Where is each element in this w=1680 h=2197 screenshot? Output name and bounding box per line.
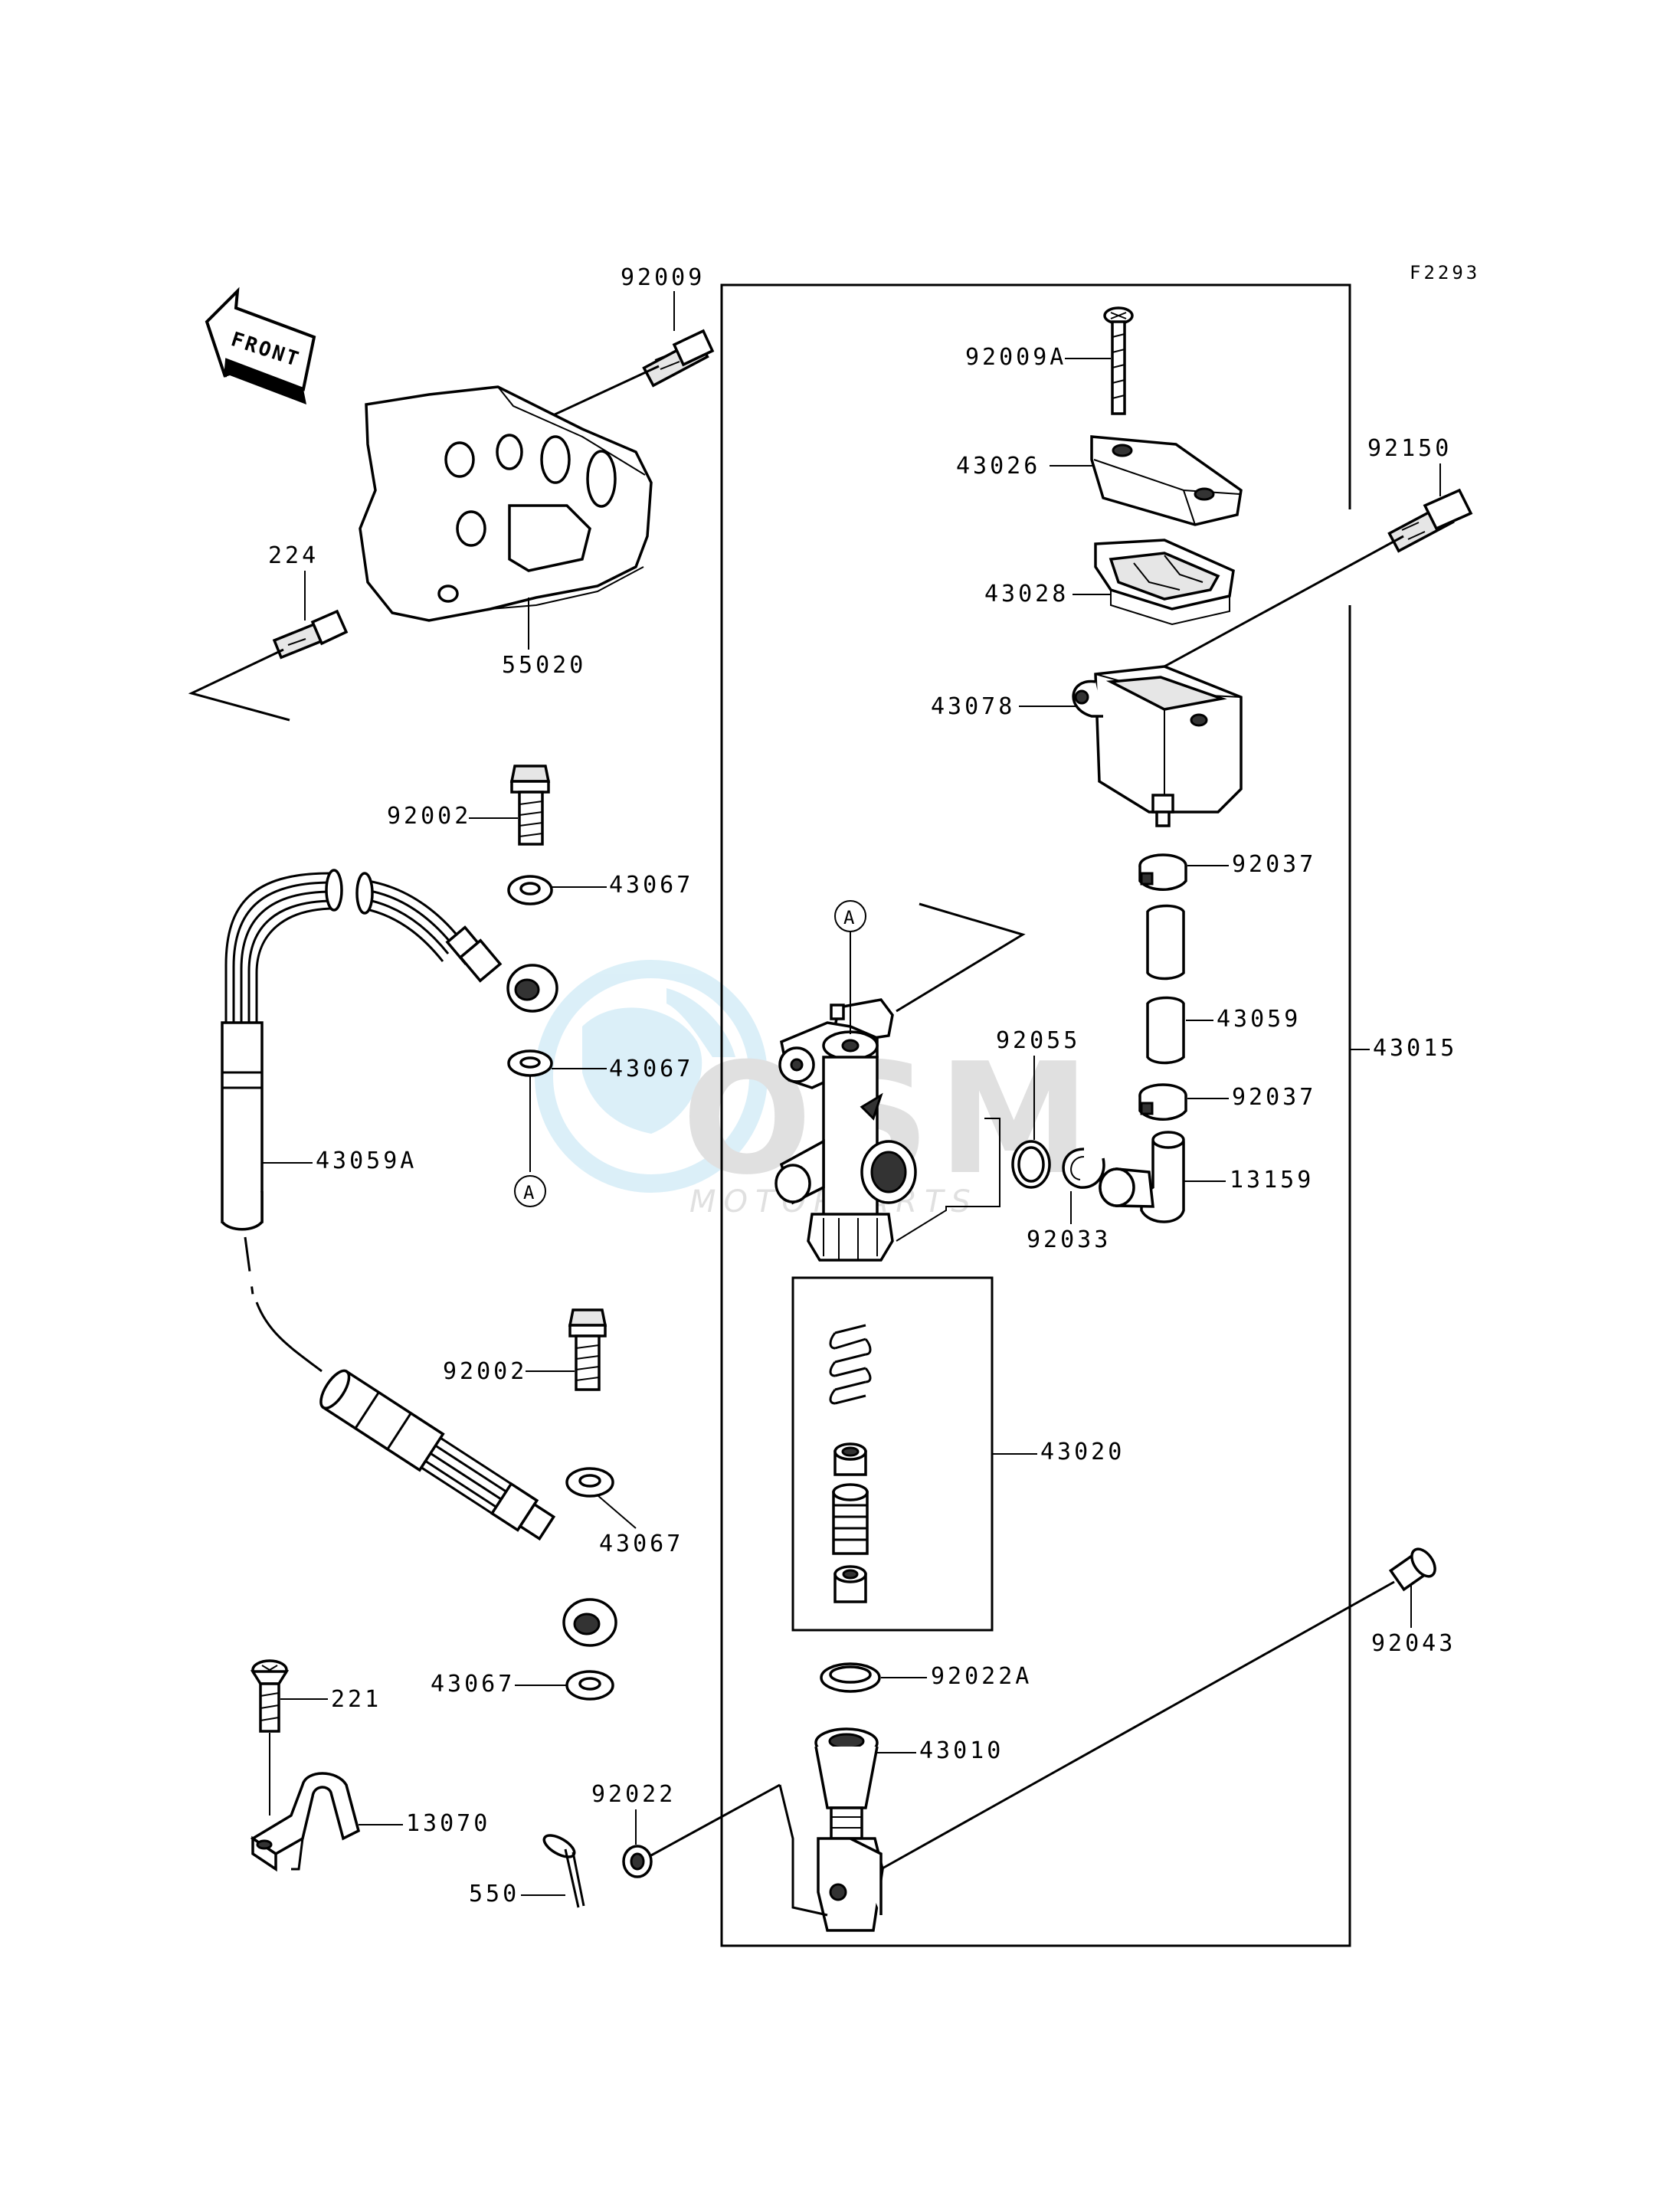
label-43059a: 43059A xyxy=(316,1148,417,1174)
master-cylinder-body xyxy=(775,998,917,1262)
clevis-pin-92043 xyxy=(1388,1547,1436,1592)
label-43015: 43015 xyxy=(1373,1035,1457,1062)
bolt-92009 xyxy=(642,329,715,388)
piston-seal xyxy=(833,1565,867,1603)
label-92037-a: 92037 xyxy=(1232,851,1316,878)
washer-43067-b xyxy=(507,1049,553,1077)
label-92037-b: 92037 xyxy=(1232,1084,1316,1111)
ref-marker-a-left xyxy=(514,1175,546,1207)
bolt-224 xyxy=(272,609,349,660)
screw-221 xyxy=(250,1659,290,1733)
diaphragm-43028 xyxy=(1094,539,1235,626)
label-55020: 55020 xyxy=(502,652,586,679)
assembly-box-43015 xyxy=(720,283,1351,1947)
brake-hose-43059a xyxy=(221,869,617,1647)
label-13070: 13070 xyxy=(406,1810,490,1837)
label-92009: 92009 xyxy=(621,264,705,291)
label-43010: 43010 xyxy=(919,1737,1004,1764)
o-ring-92055 xyxy=(1011,1140,1051,1189)
piston-cup xyxy=(833,1442,867,1476)
bolt-92150 xyxy=(1387,488,1473,553)
hose-clip-92037-a xyxy=(1138,853,1187,891)
label-43067-c: 43067 xyxy=(599,1531,683,1557)
circlip-92022a xyxy=(820,1662,881,1693)
label-92033: 92033 xyxy=(1027,1226,1111,1253)
reservoir-43078 xyxy=(1072,665,1243,827)
leader-92150 xyxy=(1164,535,1404,668)
leader-43010 xyxy=(778,1784,828,1917)
label-43067-a: 43067 xyxy=(609,872,693,899)
label-92009a: 92009A xyxy=(965,344,1066,371)
banjo-bolt-92002-bottom xyxy=(568,1308,607,1391)
label-224: 224 xyxy=(268,542,319,569)
label-92055: 92055 xyxy=(996,1027,1080,1054)
circlip-92033 xyxy=(1062,1148,1105,1189)
ref-marker-a-left-text: A xyxy=(523,1182,535,1203)
screw-92009a xyxy=(1103,306,1134,415)
label-92043: 92043 xyxy=(1371,1630,1456,1657)
label-43078: 43078 xyxy=(931,693,1015,720)
cotter-pin-550 xyxy=(542,1834,585,1908)
elbow-fitting-13159 xyxy=(1099,1131,1185,1223)
washer-43067-d xyxy=(565,1670,614,1701)
label-43067-b: 43067 xyxy=(609,1056,693,1082)
front-arrow-icon: FRONT xyxy=(205,286,316,404)
banjo-bolt-92002-top xyxy=(509,765,551,846)
label-92150: 92150 xyxy=(1367,435,1452,462)
push-rod-43010 xyxy=(814,1727,884,1932)
label-550: 550 xyxy=(469,1881,519,1907)
leader-224 xyxy=(188,648,290,722)
reservoir-cap-43026 xyxy=(1090,435,1243,526)
label-43020: 43020 xyxy=(1040,1439,1125,1465)
washer-92022 xyxy=(622,1845,653,1878)
label-92002-top: 92002 xyxy=(387,803,471,830)
washer-43067-a xyxy=(507,875,553,905)
piston-kit-box-43020 xyxy=(791,1276,994,1632)
piston xyxy=(832,1483,869,1555)
leader-a-right xyxy=(896,902,1026,1013)
label-43067-d: 43067 xyxy=(431,1671,515,1698)
hose-clip-92037-b xyxy=(1138,1083,1187,1121)
ref-marker-a-right-text: A xyxy=(843,907,855,928)
label-92002-bottom: 92002 xyxy=(443,1358,527,1385)
leader-body xyxy=(896,1118,1000,1242)
washer-43067-c xyxy=(565,1467,614,1498)
label-43059: 43059 xyxy=(1217,1006,1301,1033)
leader-92043 xyxy=(880,1580,1395,1871)
hose-43059 xyxy=(1146,904,1185,1065)
label-13159: 13159 xyxy=(1230,1167,1314,1193)
figure-code: F2293 xyxy=(1410,262,1480,283)
label-221: 221 xyxy=(331,1686,382,1713)
label-43028: 43028 xyxy=(984,581,1069,607)
piston-spring xyxy=(829,1324,872,1405)
label-92022a: 92022A xyxy=(931,1663,1032,1690)
clamp-13070 xyxy=(250,1772,361,1872)
label-43026: 43026 xyxy=(956,453,1040,480)
label-92022: 92022 xyxy=(591,1781,676,1808)
leader-92022 xyxy=(650,1783,781,1857)
guard-55020 xyxy=(359,385,653,622)
